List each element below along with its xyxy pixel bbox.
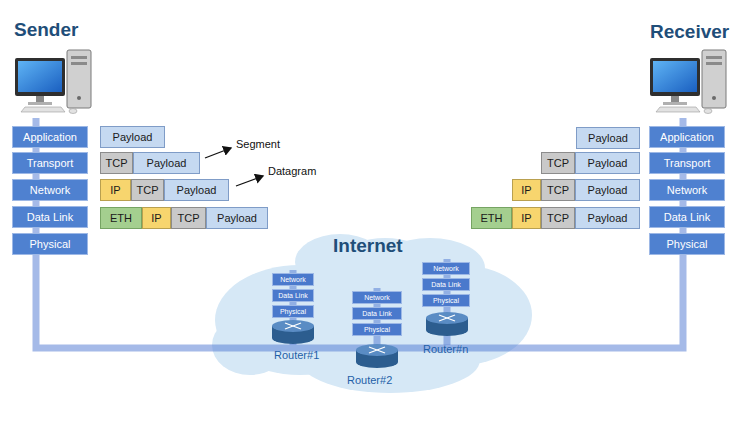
header-cell: TCP — [100, 152, 133, 174]
box-label: TCP — [547, 213, 569, 224]
box-label: Payload — [147, 158, 187, 169]
box-label: Application — [660, 132, 714, 143]
layer-box: Network — [649, 179, 725, 201]
layer-box: Physical — [649, 233, 725, 255]
box-label: Data Link — [278, 292, 308, 299]
box-label: TCP — [547, 158, 569, 169]
header-cell: ETH — [100, 207, 142, 229]
box-label: Network — [364, 294, 390, 301]
box-label: Physical — [364, 326, 390, 333]
box-label: ETH — [481, 213, 503, 224]
layer-box: Data Link — [649, 206, 725, 228]
layer-box: Application — [649, 126, 725, 148]
annotation: Segment — [236, 139, 280, 150]
payload-cell: Payload — [100, 126, 165, 148]
header-cell: TCP — [541, 207, 575, 229]
layer-box: Transport — [649, 152, 725, 174]
router-layer: Data Link — [272, 289, 314, 302]
box-label: Data Link — [431, 281, 461, 288]
header-cell: IP — [512, 207, 541, 229]
header-cell: TCP — [541, 152, 575, 174]
payload-cell: Payload — [164, 179, 229, 201]
box-label: Payload — [113, 132, 153, 143]
pointer-arrow — [236, 176, 263, 186]
box-label: IP — [521, 213, 531, 224]
router-name: Router#n — [423, 344, 468, 355]
box-label: Physical — [667, 239, 708, 250]
internet-cloud — [212, 234, 532, 393]
box-label: Transport — [664, 158, 711, 169]
header-cell: ETH — [471, 207, 512, 229]
router-layer: Physical — [272, 305, 314, 318]
pointer-arrow — [205, 148, 231, 158]
data-flow-path — [36, 118, 683, 348]
payload-cell: Payload — [206, 207, 268, 229]
router-layer: Network — [272, 273, 314, 286]
box-label: Payload — [588, 133, 628, 144]
payload-cell: Payload — [575, 152, 640, 174]
payload-cell: Payload — [576, 127, 640, 149]
router-icon — [426, 312, 468, 336]
region-title: Internet — [333, 236, 403, 255]
box-label: TCP — [137, 185, 159, 196]
box-label: IP — [151, 213, 161, 224]
layer-box: Physical — [12, 233, 88, 255]
layer-box: Data Link — [12, 206, 88, 228]
header-cell: IP — [512, 179, 541, 201]
payload-cell: Payload — [575, 207, 640, 229]
box-label: Payload — [588, 158, 628, 169]
box-label: TCP — [106, 158, 128, 169]
box-label: TCP — [178, 213, 200, 224]
sender-computer — [15, 50, 91, 114]
box-label: IP — [110, 185, 120, 196]
box-label: Network — [280, 276, 306, 283]
box-label: Payload — [588, 185, 628, 196]
router-layer: Physical — [422, 294, 470, 307]
router-icon — [272, 320, 314, 344]
layer-box: Network — [12, 179, 88, 201]
router-layer: Physical — [352, 323, 402, 336]
box-label: Payload — [217, 213, 257, 224]
box-label: Network — [30, 185, 70, 196]
box-label: Physical — [280, 308, 306, 315]
annotation: Datagram — [268, 166, 316, 177]
box-label: Transport — [27, 158, 74, 169]
box-label: Physical — [433, 297, 459, 304]
router-name: Router#2 — [347, 375, 392, 386]
router-icon — [356, 344, 398, 368]
layer-box: Application — [12, 126, 88, 148]
box-label: Data Link — [362, 310, 392, 317]
box-label: Application — [23, 132, 77, 143]
router-name: Router#1 — [274, 350, 319, 361]
header-cell: TCP — [131, 179, 164, 201]
box-label: Payload — [177, 185, 217, 196]
box-label: Network — [433, 265, 459, 272]
layer-box: Transport — [12, 152, 88, 174]
box-label: Data Link — [27, 212, 73, 223]
box-label: Network — [667, 185, 707, 196]
box-label: IP — [521, 185, 531, 196]
box-label: TCP — [547, 185, 569, 196]
header-cell: IP — [142, 207, 171, 229]
box-label: Data Link — [664, 212, 710, 223]
heading: Sender — [14, 20, 78, 39]
router-layer: Data Link — [422, 278, 470, 291]
router-layer: Data Link — [352, 307, 402, 320]
box-label: Payload — [588, 213, 628, 224]
header-cell: TCP — [541, 179, 575, 201]
receiver-computer — [650, 50, 726, 114]
heading: Receiver — [650, 22, 729, 41]
router-layer: Network — [422, 262, 470, 275]
header-cell: IP — [100, 179, 131, 201]
payload-cell: Payload — [133, 152, 200, 174]
box-label: ETH — [110, 213, 132, 224]
box-label: Physical — [30, 239, 71, 250]
payload-cell: Payload — [575, 179, 640, 201]
header-cell: TCP — [171, 207, 206, 229]
router-layer: Network — [352, 291, 402, 304]
